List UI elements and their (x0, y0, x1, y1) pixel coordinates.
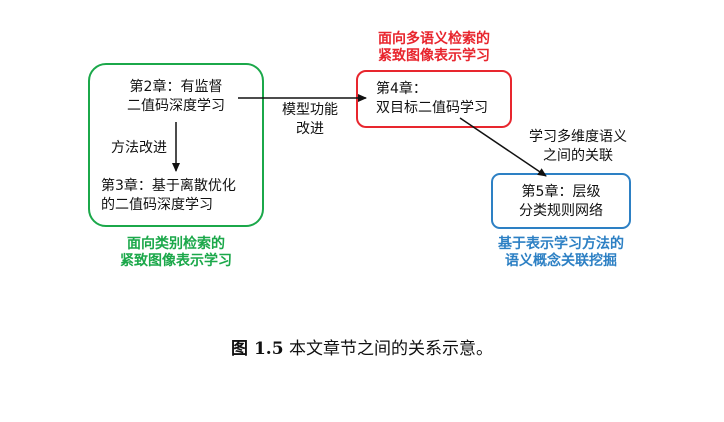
chapter4-line2: 双目标二值码学习 (376, 100, 488, 116)
green-group-label: 面向类别检索的 紧致图像表示学习 (86, 236, 266, 270)
blue-label-line1: 基于表示学习方法的 (498, 236, 624, 252)
chapter5-text: 第5章：层级 分类规则网络 (491, 183, 631, 221)
chapter4-line1: 第4章： (376, 81, 427, 97)
multi-semantic-line1: 学习多维度语义 (529, 129, 627, 145)
chapter5-line2: 分类规则网络 (519, 203, 603, 219)
top-red-label-line2: 紧致图像表示学习 (378, 48, 490, 64)
method-improvement-label: 方法改进 (111, 140, 167, 156)
chapter3-line1: 第3章：基于离散优化 (101, 178, 236, 194)
blue-label-line2: 语义概念关联挖掘 (505, 253, 617, 269)
figure-caption-text: 本文章节之间的关系示意。 (288, 339, 493, 359)
chapter5-line1: 第5章：层级 (521, 184, 601, 200)
green-label-line1: 面向类别检索的 (127, 236, 225, 252)
chapter2-line2: 二值码深度学习 (127, 98, 225, 114)
figure-number: 图 1.5 (231, 339, 284, 359)
chapter2-text: 第2章：有监督 二值码深度学习 (120, 78, 232, 116)
multi-semantic-line2: 之间的关联 (543, 148, 613, 164)
green-label-line2: 紧致图像表示学习 (120, 253, 232, 269)
top-red-label-line1: 面向多语义检索的 (378, 31, 490, 47)
top-red-label: 面向多语义检索的 紧致图像表示学习 (356, 31, 512, 65)
chapter4-box (356, 70, 512, 128)
model-improvement-label: 模型功能 改进 (270, 101, 350, 139)
figure-caption: 图 1.5 本文章节之间的关系示意。 (0, 338, 724, 360)
chapter2-line1: 第2章：有监督 (129, 79, 223, 95)
blue-group-label: 基于表示学习方法的 语义概念关联挖掘 (481, 236, 641, 270)
arrow-ch4-to-ch5 (459, 117, 547, 177)
chapter5-box (491, 173, 631, 229)
chapter3-text: 第3章：基于离散优化 的二值码深度学习 (101, 177, 236, 215)
chapter4-text: 第4章： 双目标二值码学习 (376, 80, 488, 118)
model-improvement-line2: 改进 (296, 121, 324, 137)
model-improvement-line1: 模型功能 (282, 102, 338, 118)
multi-semantic-label: 学习多维度语义 之间的关联 (518, 128, 638, 166)
chapter3-line2: 的二值码深度学习 (101, 197, 213, 213)
